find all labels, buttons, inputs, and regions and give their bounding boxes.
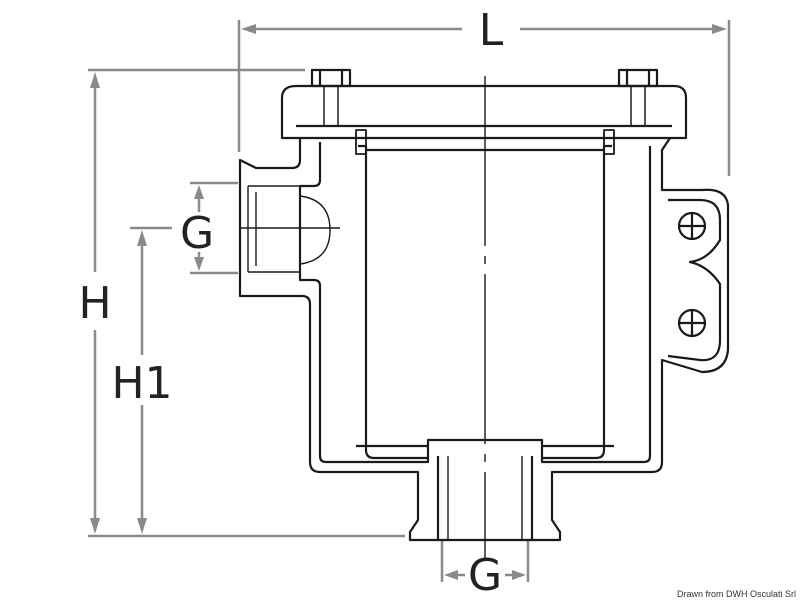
credit-text: Drawn from DWH Osculati Srl [677,589,796,599]
label-thread-bottom: G [468,550,502,600]
label-height: H [78,278,111,329]
label-length: L [479,5,504,56]
label-thread-side: G [180,208,214,259]
dimension-lines [88,20,731,582]
label-height-inlet: H1 [111,358,172,409]
filter-body [238,68,730,542]
